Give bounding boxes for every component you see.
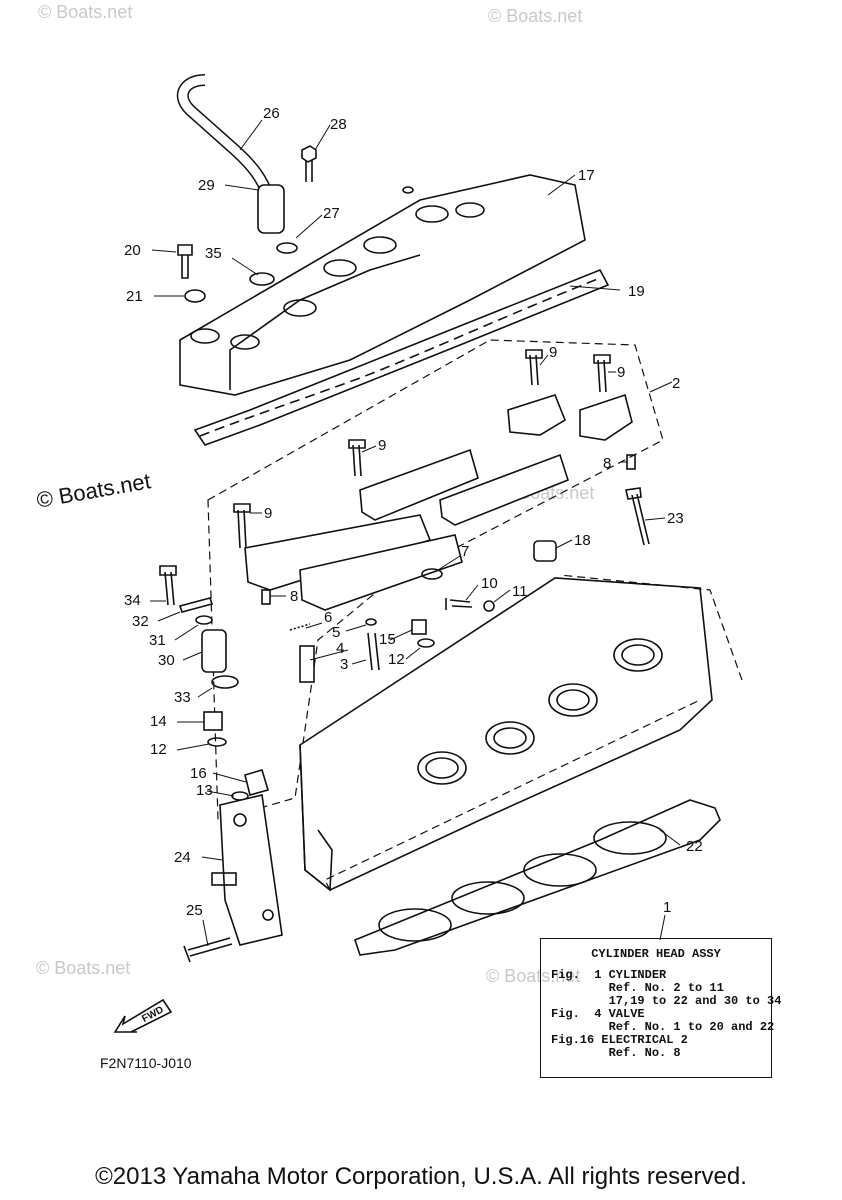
callout-6: 6 [324,609,332,626]
callout-26: 26 [263,105,280,122]
callout-34: 34 [124,592,141,609]
callout-14: 14 [150,713,167,730]
bolt-25 [183,937,233,963]
washer-12 [207,737,227,747]
cap-nut-16 [244,769,270,796]
plug-35 [249,272,275,286]
bolt-9 [593,354,611,393]
callout-20: 20 [124,242,141,259]
bracket-32 [178,597,214,613]
callout-19: 19 [628,283,645,300]
callout-21: 21 [126,288,143,305]
bolt-9 [348,439,366,477]
bolt-28 [301,145,317,182]
callout-12: 12 [150,741,167,758]
copyright-notice: ©2013 Yamaha Motor Corporation, U.S.A. A… [95,1163,747,1190]
callout-9: 9 [264,505,272,522]
legend-row: Ref. No. 1 to 20 and 22 [551,1020,775,1034]
callout-8: 8 [290,588,298,605]
callout-30: 30 [158,652,175,669]
clip-5 [365,618,377,626]
forward-arrow-icon: FWD [113,994,175,1041]
watermark: © Boats.net [36,958,131,978]
cap-7 [421,568,443,580]
callout-23: 23 [667,510,684,527]
sleeve-30 [201,629,227,673]
callout-27: 27 [323,205,340,222]
bracket-24 [219,794,283,946]
callout-3: 3 [340,656,348,673]
washer-31 [195,615,213,625]
callout-7: 7 [461,543,469,560]
diagram-code: F2N7110-J010 [100,1055,192,1071]
callout-10: 10 [481,575,498,592]
callout-4: 4 [336,640,344,657]
legend-row: Ref. No. 2 to 11 [551,981,724,995]
grommet-21 [184,289,206,303]
nut-14 [203,711,223,731]
o-ring-33 [211,675,239,689]
head-cover [179,174,586,396]
pin-8 [261,589,271,605]
legend-row: Fig. 1 CYLINDER [551,968,667,982]
legend-row: 17,19 to 22 and 30 to 34 [551,994,782,1008]
bolt-34 [159,565,177,606]
callout-28: 28 [330,116,347,133]
callout-17: 17 [578,167,595,184]
valve-guide-4 [299,645,315,683]
callout-16: 16 [190,765,207,782]
watermark: © Boats.net [488,6,583,26]
washer-12 [417,638,435,648]
legend-title: CYLINDER HEAD ASSY [591,947,721,961]
callout-24: 24 [174,849,191,866]
watermark: © Boats.net [38,2,133,22]
callout-31: 31 [149,632,166,649]
o-ring-27 [276,242,298,254]
legend-row: Ref. No. 8 [551,1046,681,1060]
bolt-9 [233,503,251,549]
watermark: © Boats.net [486,966,581,986]
callout-9: 9 [617,364,625,381]
callout-32: 32 [132,613,149,630]
callout-18: 18 [574,532,591,549]
plug-18 [533,540,557,562]
callout-9: 9 [549,344,557,361]
callout-8: 8 [603,455,611,472]
callout-2: 2 [672,375,680,392]
callout-12: 12 [388,651,405,668]
callout-1: 1 [663,899,671,916]
seal-6 [289,623,311,631]
camshaft-caps [244,393,633,611]
callout-25: 25 [186,902,203,919]
bolt-10 [445,598,473,610]
valve-stem-3 [367,632,380,671]
reference-legend: CYLINDER HEAD ASSY Fig. 1 CYLINDER Ref. … [540,938,782,1078]
callout-29: 29 [198,177,215,194]
callout-5: 5 [332,624,340,641]
callout-33: 33 [174,689,191,706]
callout-22: 22 [686,838,703,855]
callout-11: 11 [512,583,528,600]
nut-15 [411,619,427,635]
legend-row: Fig.16 ELECTRICAL 2 [551,1033,688,1047]
bolt-9 [525,349,543,386]
callout-15: 15 [379,631,396,648]
hose-fitting [257,184,285,234]
legend-row: Fig. 4 VALVE [551,1007,645,1021]
callout-9: 9 [378,437,386,454]
washer-11 [483,600,495,612]
bolt-23 [625,487,650,546]
bolt-20 [177,244,193,279]
callout-35: 35 [205,245,222,262]
callout-13: 13 [196,782,213,799]
cover-gasket [193,268,610,446]
